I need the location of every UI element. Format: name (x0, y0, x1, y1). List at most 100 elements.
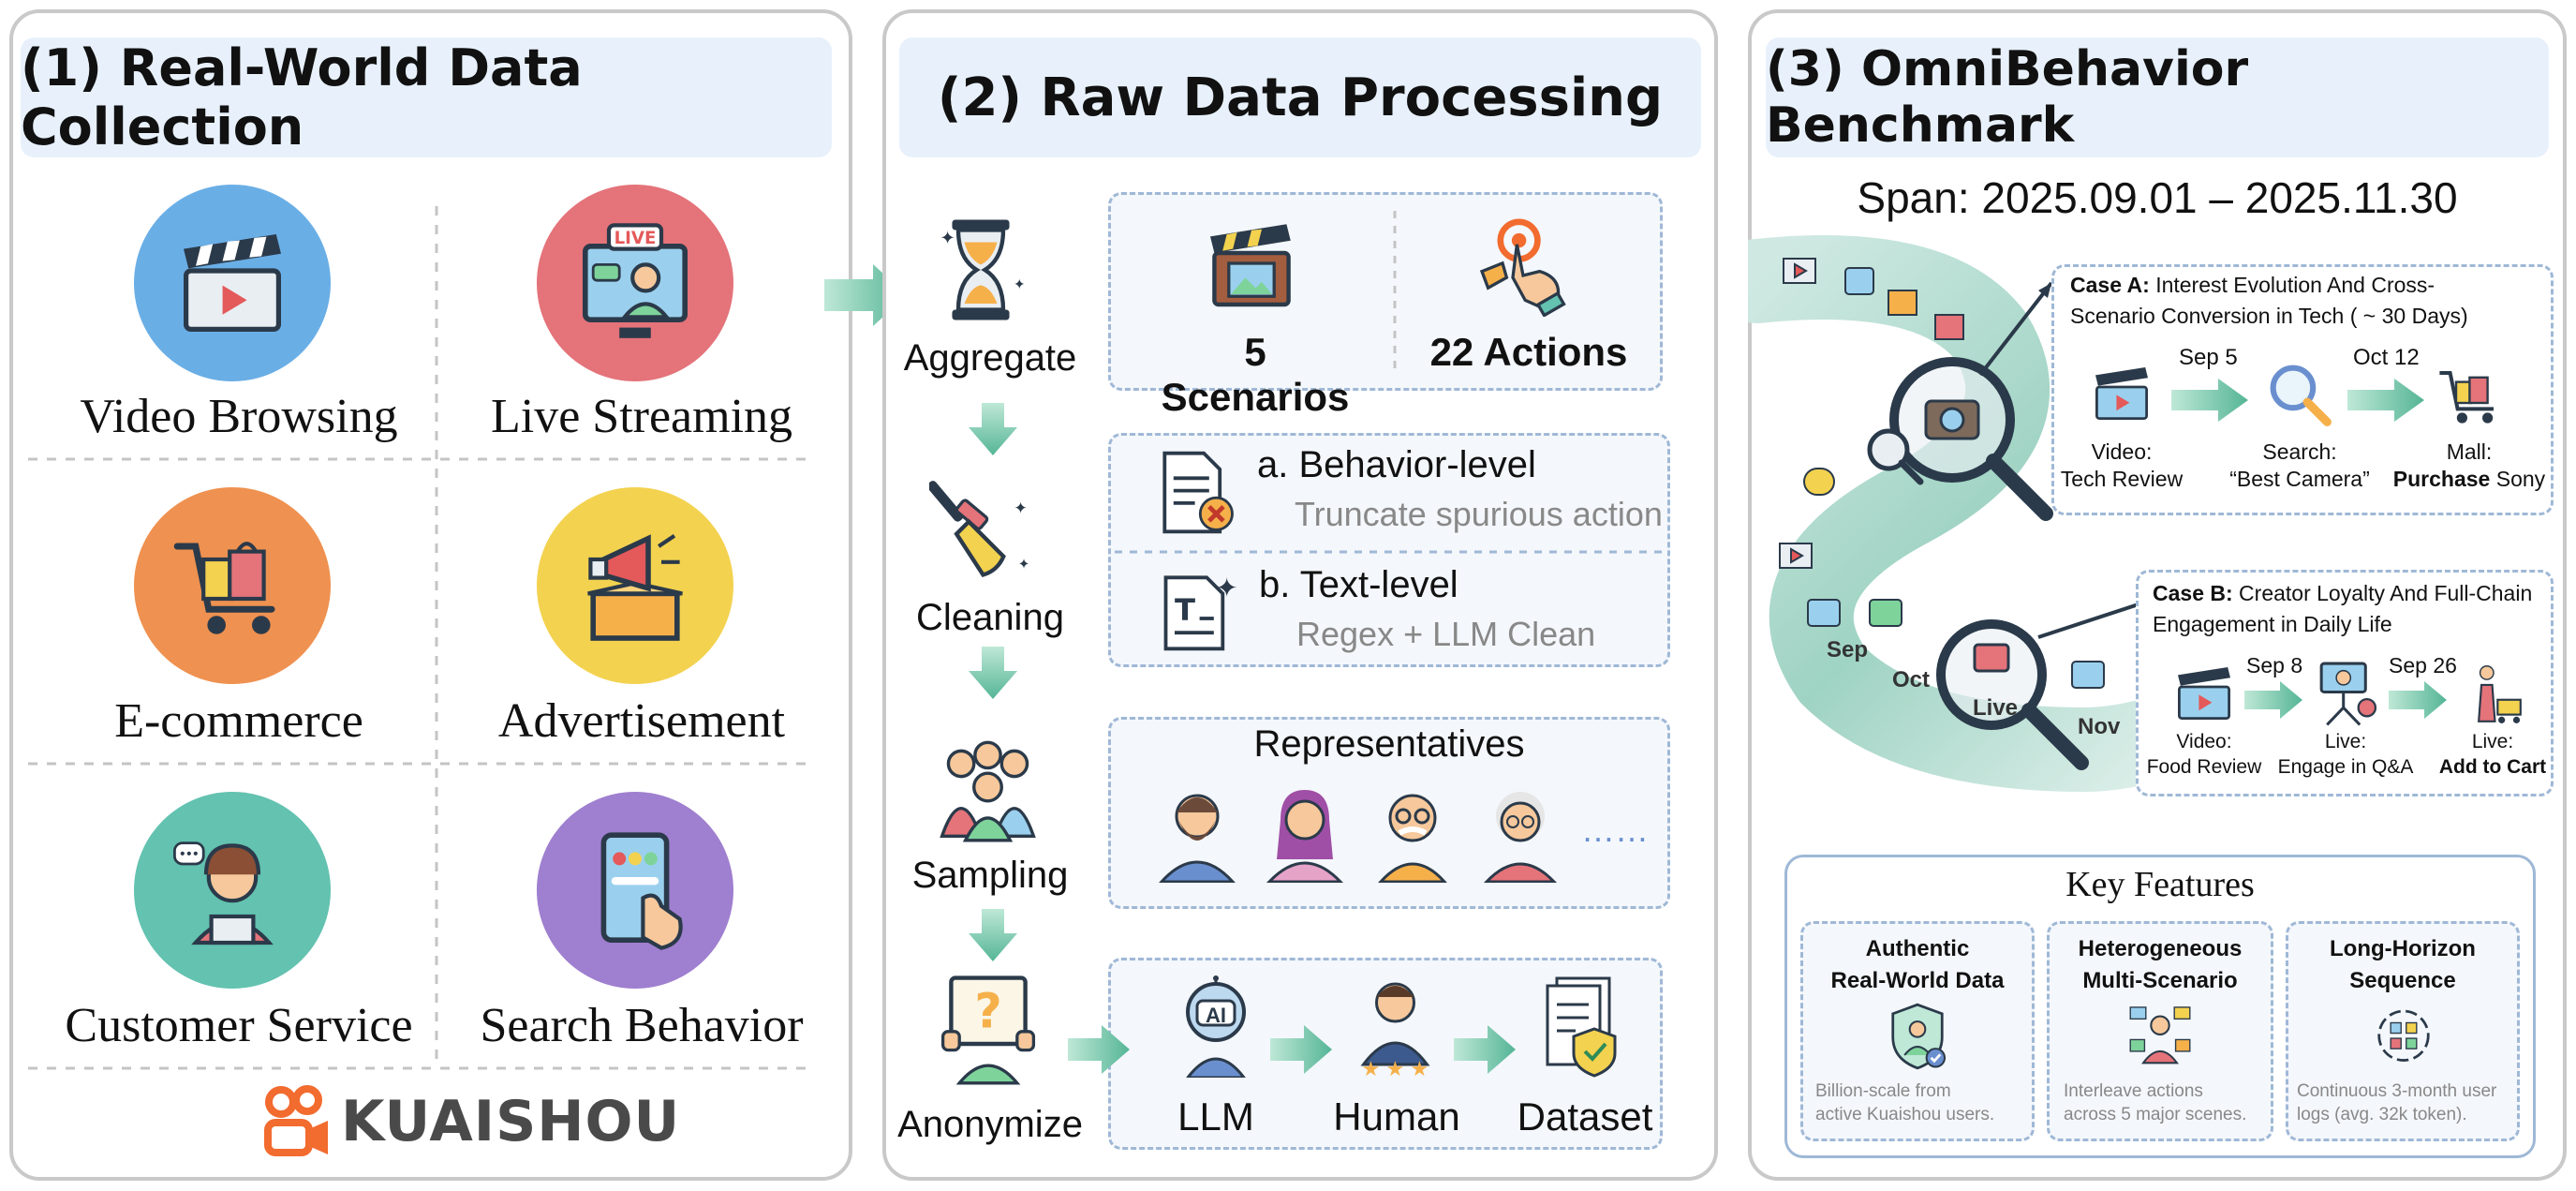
key-features-title: Key Features (2065, 865, 2255, 904)
case-b-step2-line1: Live: (2324, 731, 2367, 752)
megaphone-icon (587, 534, 683, 641)
step-anonymize-label: Anonymize (897, 1104, 1083, 1145)
step-aggregate-label: Aggregate (903, 337, 1077, 379)
verified-user-shield-icon (1891, 1003, 1947, 1070)
case-b-live-camera-icon (2319, 662, 2377, 726)
case-a-title: Case A: Interest Evolution And Cross- Sc… (2070, 270, 2548, 332)
multi-scenario-person-icon (2129, 1006, 2191, 1064)
case-b-label: Case B: (2153, 581, 2233, 605)
benchmark-span: Span: 2025.09.01 – 2025.11.30 (1857, 173, 2458, 222)
advertisement-circle (537, 487, 733, 684)
representatives-title: Representatives (1253, 723, 1525, 765)
panel-1-grid-lines (28, 206, 815, 1070)
case-a-step2-line2: “Best Camera” (2229, 467, 2370, 491)
case-b-step1-line2: Food Review (2146, 756, 2262, 778)
case-b-date1: Sep 8 (2246, 653, 2303, 677)
kuaishou-logo-text: KUAISHOU (341, 1089, 681, 1154)
case-a-step1-line1: Video: (2091, 439, 2153, 464)
person-woman-icon (1266, 790, 1344, 883)
case-b-title: Case B: Creator Loyalty And Full-Chain E… (2153, 578, 2546, 640)
human-reviewer-icon: ★ ★ ★ (1360, 982, 1430, 1078)
behavior-level-subtitle: Truncate spurious action (1295, 495, 1663, 533)
feature-authentic-desc-2: active Kuaishou users. (1815, 1105, 1995, 1124)
feature-long-horizon-desc-2: logs (avg. 32k token). (2297, 1105, 2467, 1124)
video-browsing-label: Video Browsing (80, 390, 398, 443)
text-level-title: b. Text-level (1259, 564, 1458, 605)
anonymous-sign-icon: ? (940, 975, 1036, 1085)
text-sparkle-icon: T ✦ (1163, 573, 1238, 651)
text-level-subtitle: Regex + LLM Clean (1296, 615, 1596, 653)
ai-badge-text: AI (1206, 1004, 1226, 1027)
ai-robot-icon (1186, 975, 1246, 1078)
case-a-title-line1: Interest Evolution And Cross- (2155, 273, 2435, 297)
feature-heterogeneous-title-1: Heterogeneous (2078, 936, 2243, 961)
search-behavior-circle (537, 792, 733, 989)
case-b-title-line1: Creator Loyalty And Full-Chain (2239, 581, 2533, 605)
feature-authentic-desc: Billion-scale from active Kuaishou users… (1800, 1079, 2035, 1126)
advertisement-label: Advertisement (497, 694, 786, 748)
case-a-step1-line2: Tech Review (2060, 467, 2184, 491)
cleaning-divider (1115, 550, 1667, 554)
aggregate-box (1108, 192, 1663, 391)
case-a-purchase: Purchase (2392, 467, 2491, 491)
hourglass-icon: ✦ ✦ (940, 219, 1026, 320)
case-a-date2: Oct 12 (2353, 345, 2420, 370)
feature-heterogeneous-title: Heterogeneous Multi-Scenario (2047, 933, 2273, 997)
month-sep: Sep (1827, 637, 1869, 662)
case-a-brand: Sony (2490, 467, 2546, 491)
feature-long-horizon-box (2286, 921, 2520, 1141)
arrow-human-to-dataset (1454, 1025, 1516, 1074)
document-error-icon (1162, 451, 1234, 534)
case-a-step2: Search: “Best Camera” (2220, 439, 2379, 493)
case-a-step3-line2: Purchase Sony (2389, 466, 2550, 493)
case-a-arrow1 (2171, 379, 2248, 422)
month-live: Live (1973, 695, 2019, 721)
feature-long-horizon-title: Long-Horizon Sequence (2286, 933, 2520, 997)
case-b-step3: Live: Add to Cart (2432, 729, 2554, 780)
human-label: Human (1333, 1094, 1460, 1139)
case-b-video-icon (2178, 667, 2230, 720)
person-bearded-man-icon (1159, 794, 1236, 883)
tablet-touch-icon (600, 832, 683, 950)
month-nov: Nov (2078, 714, 2121, 739)
case-a-title-line2: Scenario Conversion in Tech ( ~ 30 Days) (2070, 304, 2468, 328)
case-a-cart-icon (2439, 371, 2494, 424)
case-b-arrow1 (2244, 681, 2302, 719)
case-b-step1: Video: Food Review (2143, 729, 2265, 780)
feature-long-horizon-desc: Continuous 3-month user logs (avg. 32k t… (2286, 1079, 2520, 1126)
case-a-step3-line1: Mall: (2446, 439, 2493, 464)
people-group-icon (940, 740, 1036, 842)
case-b-step3-line1: Live: (2471, 731, 2514, 752)
behavior-level-title: a. Behavior-level (1257, 444, 1536, 485)
dataset-label: Dataset (1517, 1094, 1653, 1139)
person-old-woman-icon (1483, 792, 1558, 883)
kuaishou-logo-icon (264, 1085, 328, 1156)
step-cleaning-label: Cleaning (916, 597, 1064, 638)
video-browsing-circle (134, 185, 331, 381)
sequence-cycle-icon (2377, 1009, 2430, 1062)
case-a-label: Case A: (2070, 273, 2150, 297)
svg-text:★: ★ (1362, 1057, 1381, 1078)
case-b-add-to-cart-icon (2477, 665, 2522, 723)
person-old-man-icon (1378, 794, 1447, 883)
broom-icon: ✦ ✦ (929, 481, 1030, 577)
aggregate-divider (1393, 211, 1397, 370)
svg-text:★: ★ (1386, 1057, 1405, 1078)
timeline-road (1748, 235, 2277, 793)
svg-text:✦: ✦ (1014, 499, 1028, 517)
customer-service-circle (134, 792, 331, 989)
svg-text:LIVE: LIVE (614, 229, 657, 248)
feature-long-horizon-desc-1: Continuous 3-month user (2297, 1081, 2497, 1101)
hand-click-icon (1479, 218, 1566, 317)
feature-authentic-title-1: Authentic (1865, 936, 1970, 961)
case-a-arrow2 (2347, 379, 2424, 422)
svg-text:?: ? (974, 983, 1001, 1038)
arrow-to-anonymize-box (1068, 1025, 1130, 1074)
panel-3-title: (3) OmniBehavior Benchmark (1766, 37, 2549, 157)
llm-label: LLM (1177, 1094, 1254, 1139)
ecommerce-label: E-commerce (114, 694, 363, 748)
shopping-cart-icon (173, 542, 275, 634)
live-stream-icon: LIVE (583, 223, 688, 338)
case-b-date2: Sep 26 (2389, 653, 2457, 677)
representatives-more: …… (1581, 811, 1649, 849)
